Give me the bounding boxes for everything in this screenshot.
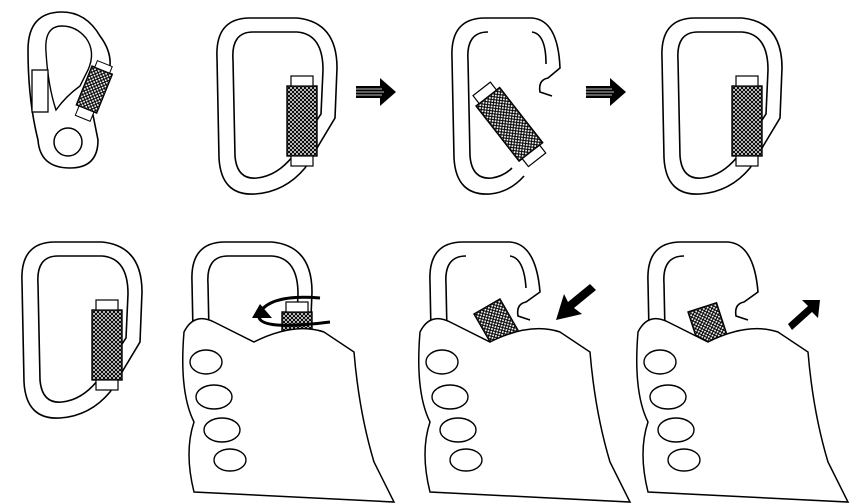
step-1-carabiner-eye: [27, 11, 114, 169]
step-8-hand-release: [636, 241, 849, 503]
step-7-hand-push: [418, 241, 631, 503]
push-arrow-icon: [556, 284, 596, 320]
step-3-carabiner-open: [451, 17, 561, 195]
step-4-carabiner-closed: [661, 17, 783, 195]
step-5-carabiner-locked: [21, 241, 143, 419]
right-arrow-icon: [585, 77, 627, 107]
step-2-carabiner-locked: [216, 17, 338, 195]
right-arrow-icon: [355, 77, 397, 107]
release-arrow-icon: [788, 300, 820, 330]
step-6-hand-twist: [182, 241, 395, 503]
